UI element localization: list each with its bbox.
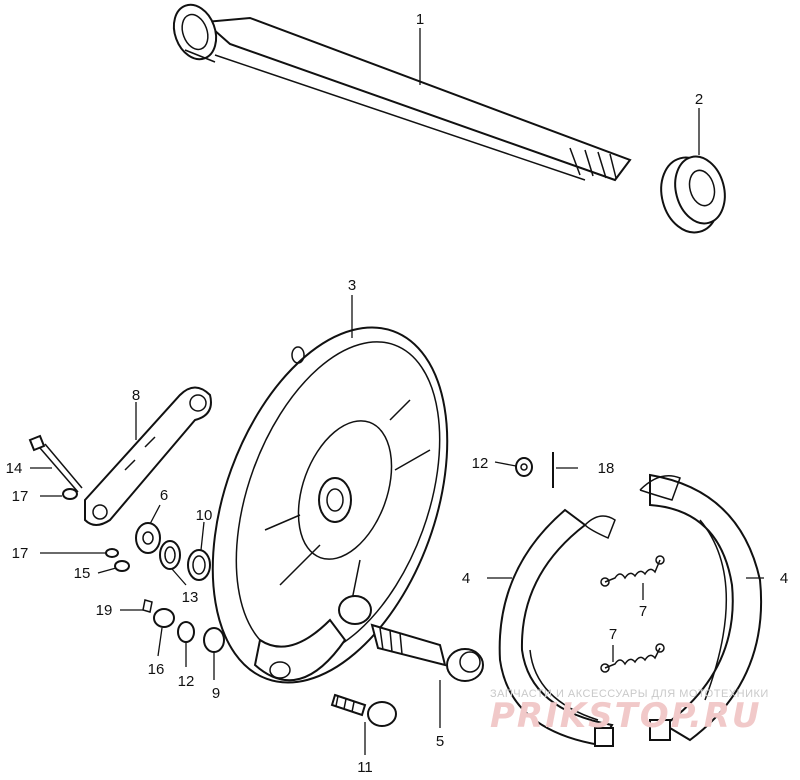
pivot-bolt [330,693,397,727]
callout-17-upper: 17 [12,488,29,505]
callout-5: 5 [436,733,444,750]
callout-9: 9 [212,685,220,702]
callout-19: 19 [96,602,113,619]
callout-7-upper: 7 [639,603,647,620]
callout-7-lower: 7 [609,626,617,643]
callout-labels: 1 2 3 4 4 7 7 5 11 8 14 17 6 17 15 10 13… [6,11,789,776]
washer-6 [135,522,161,554]
watermark-caption: ЗАПЧАСТИ И АКСЕССУАРЫ ДЛЯ МОТОТЕХНИКИ [490,688,769,700]
nut-16 [153,608,175,628]
brake-cam [370,623,484,682]
washer-17-lower [105,548,119,558]
callout-17-lower: 17 [12,545,29,562]
callout-3: 3 [348,277,356,294]
washer-12-upper [515,457,533,477]
callout-4-right: 4 [780,570,788,587]
spring-upper [600,555,665,587]
callout-13: 13 [182,589,199,606]
axle [172,3,632,182]
callout-4-left: 4 [462,570,470,587]
brake-shoe-right [639,473,763,742]
watermark-brand: PRIKSTOP.RU [490,696,762,736]
brake-shoe-left [498,508,616,747]
callout-18: 18 [598,460,615,477]
callout-14: 14 [6,460,23,477]
callout-6: 6 [160,487,168,504]
callout-15: 15 [74,565,91,582]
cotter-19 [142,599,153,613]
callout-12-upper: 12 [472,455,489,472]
brake-panel [211,326,449,684]
spacer-collar [660,155,726,234]
ring-13 [159,540,181,570]
nut-15 [114,560,130,572]
callout-2: 2 [695,91,703,108]
spring-lower [600,643,665,673]
brake-arm [84,386,212,526]
ring-10 [187,549,211,581]
callout-8: 8 [132,387,140,404]
callout-16: 16 [148,661,165,678]
callout-1: 1 [416,11,424,28]
washer-12-lower [177,621,195,643]
washer-17-upper [62,488,78,500]
callout-10: 10 [196,507,213,524]
watermark: ЗАПЧАСТИ И АКСЕССУАРЫ ДЛЯ МОТОТЕХНИКИ PR… [490,688,769,736]
callout-11: 11 [357,759,373,776]
washer-9 [203,627,225,653]
callout-12-lower: 12 [178,673,195,690]
leader-lines [30,28,764,755]
bolt [28,434,83,493]
